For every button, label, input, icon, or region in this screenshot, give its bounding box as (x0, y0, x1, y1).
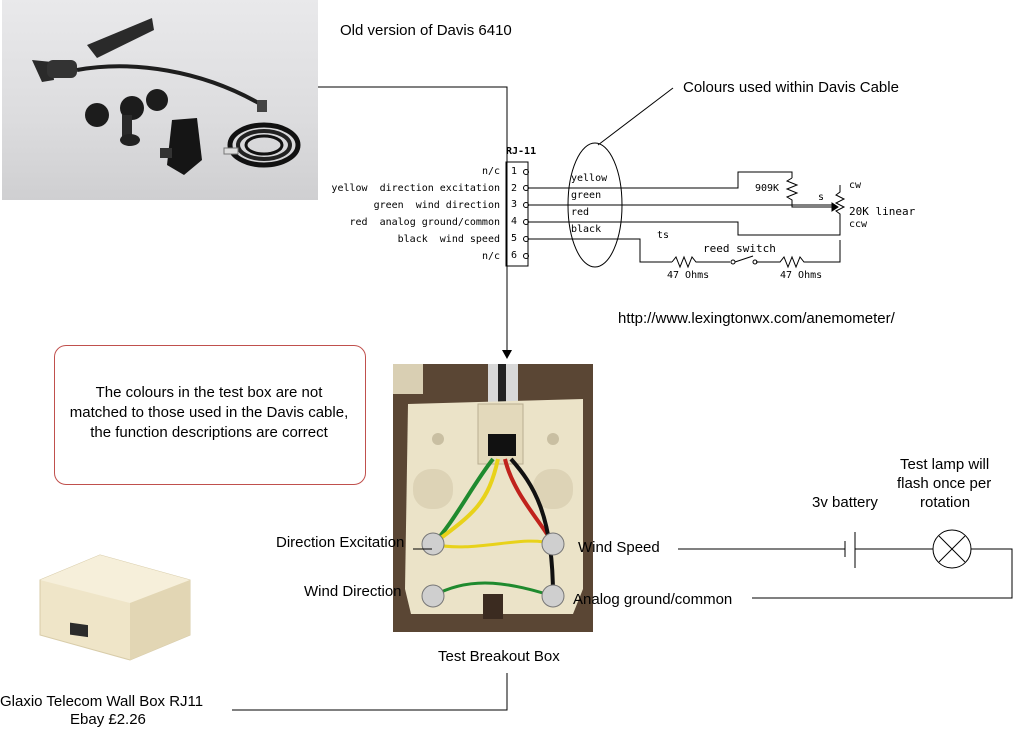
ccw-label: ccw (849, 219, 868, 230)
anemometer-illustration (32, 18, 301, 175)
rj11-title: RJ-11 (506, 146, 537, 157)
pin-3-number: 3 (511, 199, 518, 210)
pin-2-label: yellow direction excitation (331, 183, 500, 194)
wall-box-photo (30, 545, 200, 665)
wire-yellow-label: yellow (571, 173, 608, 184)
anemometer-photo (2, 0, 318, 200)
cw-label: cw (849, 180, 862, 191)
wind-speed-label: Wind Speed (578, 539, 660, 556)
rj11-schematic (505, 161, 846, 269)
resistor-909k-label: 909K (755, 183, 780, 194)
analog-ground-label: Analog ground/common (573, 591, 733, 608)
pin-2-number: 2 (511, 183, 518, 194)
pin-5-number: 5 (511, 233, 518, 244)
breakout-box-illustration (393, 364, 593, 632)
wiper-label: s (818, 192, 825, 203)
pin-6-number: 6 (511, 250, 518, 261)
source-url: http://www.lexingtonwx.com/anemometer/ (618, 310, 895, 327)
connector-line-top (318, 86, 508, 352)
reed-switch-label: reed switch (703, 242, 776, 255)
direction-excitation-label: Direction Excitation (276, 534, 405, 551)
wall-box-illustration (39, 554, 191, 661)
wire-black-label: black (571, 224, 602, 235)
breakout-box-photo (393, 364, 593, 632)
pin-5-label: black wind speed (397, 234, 500, 245)
lamp-label-line2: flash once per (897, 475, 992, 492)
ts-label: ts (657, 230, 670, 241)
pin-1-number: 1 (511, 166, 518, 177)
wire-green-label: green (571, 190, 602, 201)
sensor-caption: Old version of Davis 6410 (340, 22, 512, 39)
connector-line-bottom (232, 673, 508, 711)
wire-red-label: red (571, 207, 590, 218)
test-circuit (413, 529, 1013, 599)
resistor-47-a-label: 47 Ohms (667, 270, 710, 281)
callout-text: The colours in the test box are not matc… (69, 384, 349, 441)
pot-label: 20K linear (849, 205, 916, 218)
lamp-label-line3: rotation (920, 494, 971, 511)
pin-6-label: n/c (481, 251, 500, 262)
wall-box-price: Ebay £2.26 (70, 711, 146, 728)
callout-line (597, 87, 674, 146)
breakout-box-caption: Test Breakout Box (438, 648, 560, 665)
wind-direction-label: Wind Direction (304, 583, 402, 600)
pin-4-number: 4 (511, 216, 518, 227)
battery-label: 3v battery (812, 494, 878, 511)
callout-box (54, 345, 366, 485)
lamp-label-line1: Test lamp will (900, 456, 990, 473)
resistor-47-b-label: 47 Ohms (780, 270, 823, 281)
pin-1-label: n/c (481, 166, 500, 177)
pin-3-label: green wind direction (373, 200, 500, 211)
wall-box-caption: Glaxio Telecom Wall Box RJ11 (0, 693, 204, 710)
cable-colours-label: Colours used within Davis Cable (683, 79, 899, 96)
pin-4-label: red analog ground/common (349, 217, 500, 228)
arrow-down-icon (502, 350, 512, 359)
